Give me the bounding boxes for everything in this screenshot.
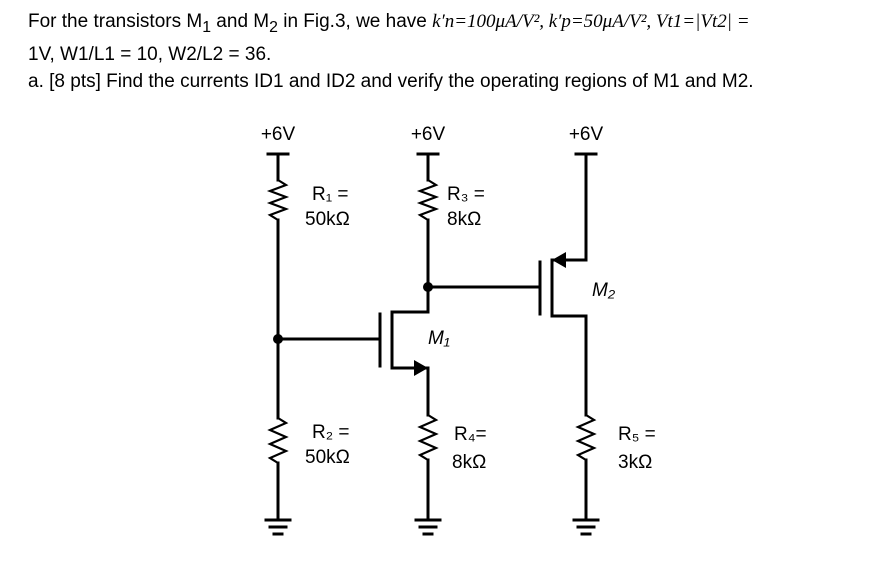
resistor-r2 xyxy=(267,417,289,464)
r5-value: 3kΩ xyxy=(618,452,652,473)
m1-label: M₁ xyxy=(428,328,450,349)
problem-line-2: 1V, W1/L1 = 10, W2/L2 = 36. xyxy=(28,43,272,65)
problem-part-a: a. [8 pts] Find the currents ID1 and ID2… xyxy=(28,70,754,92)
r4-name: R₄= xyxy=(454,424,487,445)
supply-label-1: +6V xyxy=(261,124,296,145)
r2-value: 50kΩ xyxy=(305,447,350,468)
problem-statement: For the transistors M1 and M2 in Fig.3, … xyxy=(28,8,878,95)
transistor-m1 xyxy=(378,310,430,376)
r2-name: R₂ = xyxy=(312,422,349,443)
supply-label-3: +6V xyxy=(569,124,604,145)
resistor-r4 xyxy=(417,414,439,461)
resistor-r5 xyxy=(575,414,597,461)
ground-symbol-2 xyxy=(414,518,442,536)
supply-label-2: +6V xyxy=(411,124,446,145)
r1-name: R₁ = xyxy=(312,184,349,205)
r3-name: R₃ = xyxy=(447,184,485,205)
r3-value: 8kΩ xyxy=(447,209,481,230)
r4-value: 8kΩ xyxy=(452,452,486,473)
ground-symbol-1 xyxy=(264,518,292,536)
ground-symbol-3 xyxy=(572,518,600,536)
supply-terminal-2 xyxy=(416,152,440,182)
device-parameters: k′n=100μA/V², k′p=50μA/V², Vt1=|Vt2| = xyxy=(432,11,750,32)
resistor-r1 xyxy=(266,179,290,221)
r1-value: 50kΩ xyxy=(305,209,350,230)
r5-name: R₅ = xyxy=(618,424,656,445)
transistor-m2 xyxy=(538,251,588,318)
supply-terminal-1 xyxy=(266,152,290,182)
resistor-r3 xyxy=(416,179,440,221)
problem-line-1: For the transistors M1 and M2 in Fig.3, … xyxy=(28,11,750,36)
m2-label: M₂ xyxy=(592,280,616,301)
supply-terminal-3 xyxy=(574,152,598,255)
